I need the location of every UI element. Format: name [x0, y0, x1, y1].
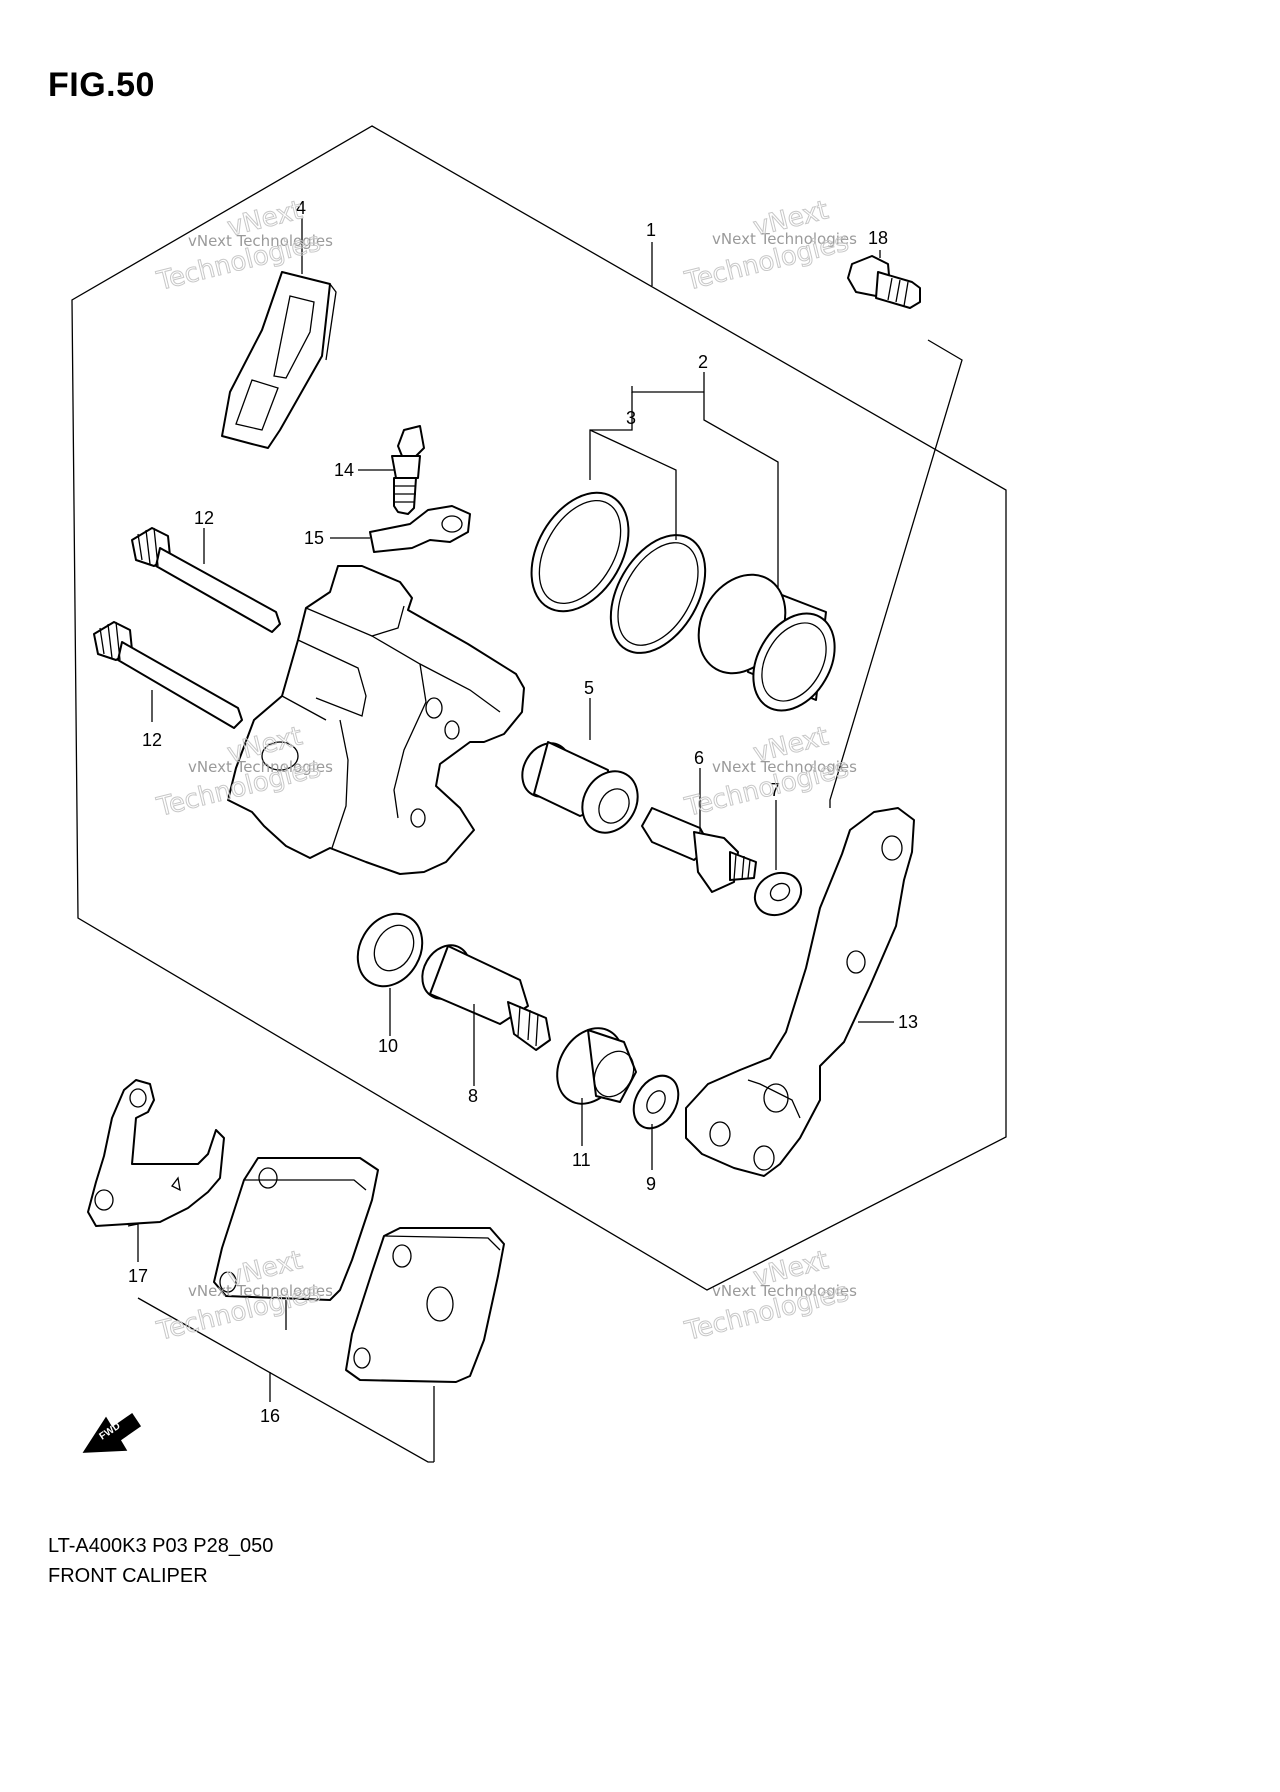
callout-6: 6 — [694, 748, 704, 768]
watermark-text: vNext Technologies — [712, 1282, 857, 1300]
pad-spring-plate-part — [87, 1079, 225, 1227]
callout-4: 4 — [296, 198, 306, 218]
bleeder-valve-part — [391, 425, 425, 515]
callout-8: 8 — [468, 1086, 478, 1106]
callout-1: 1 — [646, 220, 656, 240]
pad-spring-part — [221, 271, 337, 449]
brake-pad-inner — [213, 1157, 379, 1301]
piston-seal-ring-1 — [530, 491, 630, 613]
caliper-pin-lower — [93, 621, 243, 729]
callout-3: 3 — [626, 408, 636, 428]
callout-7: 7 — [770, 780, 780, 800]
watermark-text: vNext Technologies — [712, 230, 857, 248]
callout-numbers: 1 2 3 4 5 6 7 8 9 10 11 12 12 13 14 15 1… — [128, 198, 918, 1426]
bleeder-cap-part — [369, 505, 471, 553]
boot-part — [521, 741, 639, 834]
callout-17: 17 — [128, 1266, 148, 1286]
leader-lines — [127, 218, 963, 1462]
caliper-bolt-part — [641, 807, 757, 893]
watermark-group-6: vNext Technologies Technologies vNext — [681, 1245, 857, 1348]
washer-part-9 — [632, 1074, 680, 1130]
washer-part-7 — [753, 871, 803, 917]
callout-10: 10 — [378, 1036, 398, 1056]
bolt-part — [847, 255, 921, 309]
pad-group-bracket — [137, 1297, 434, 1463]
callout-18: 18 — [868, 228, 888, 248]
caliper-bracket-part — [685, 807, 915, 1177]
watermark-text: vNext Technologies — [188, 758, 333, 776]
callout-12-upper: 12 — [194, 508, 214, 528]
sleeve-pin-part — [421, 944, 551, 1051]
watermark-group-2: vNext Technologies Technologies vNext — [681, 195, 857, 298]
piston-part — [697, 573, 836, 712]
callout-16: 16 — [260, 1406, 280, 1426]
watermark-text: vNext Technologies — [712, 758, 857, 776]
callout-2: 2 — [698, 352, 708, 372]
callout-11: 11 — [572, 1150, 591, 1170]
callout-5: 5 — [584, 678, 594, 698]
figure-caption: FRONT CALIPER — [48, 1565, 208, 1587]
brake-pad-outer — [345, 1227, 505, 1383]
callout-15: 15 — [304, 528, 324, 548]
watermark-group-4: vNext Technologies Technologies vNext — [681, 721, 857, 824]
piston-seal-ring-2 — [609, 534, 707, 654]
figure-title: FIG.50 — [48, 66, 155, 104]
forward-direction-arrow: FWD — [82, 1412, 142, 1453]
callout-9: 9 — [646, 1174, 656, 1194]
callout-13: 13 — [898, 1012, 918, 1032]
caliper-body-part — [227, 565, 525, 875]
drawing-code: LT-A400K3 P03 P28_050 — [48, 1535, 274, 1557]
seal-part-10 — [356, 912, 424, 988]
assembly-outline — [71, 125, 1007, 1291]
caliper-pin-upper — [131, 527, 281, 633]
callout-14: 14 — [334, 460, 354, 480]
boot-part-11 — [556, 1027, 637, 1105]
watermark-text: vNext Technologies — [188, 1282, 333, 1300]
callout-12-lower: 12 — [142, 730, 162, 750]
watermark-text: vNext Technologies — [188, 232, 333, 250]
